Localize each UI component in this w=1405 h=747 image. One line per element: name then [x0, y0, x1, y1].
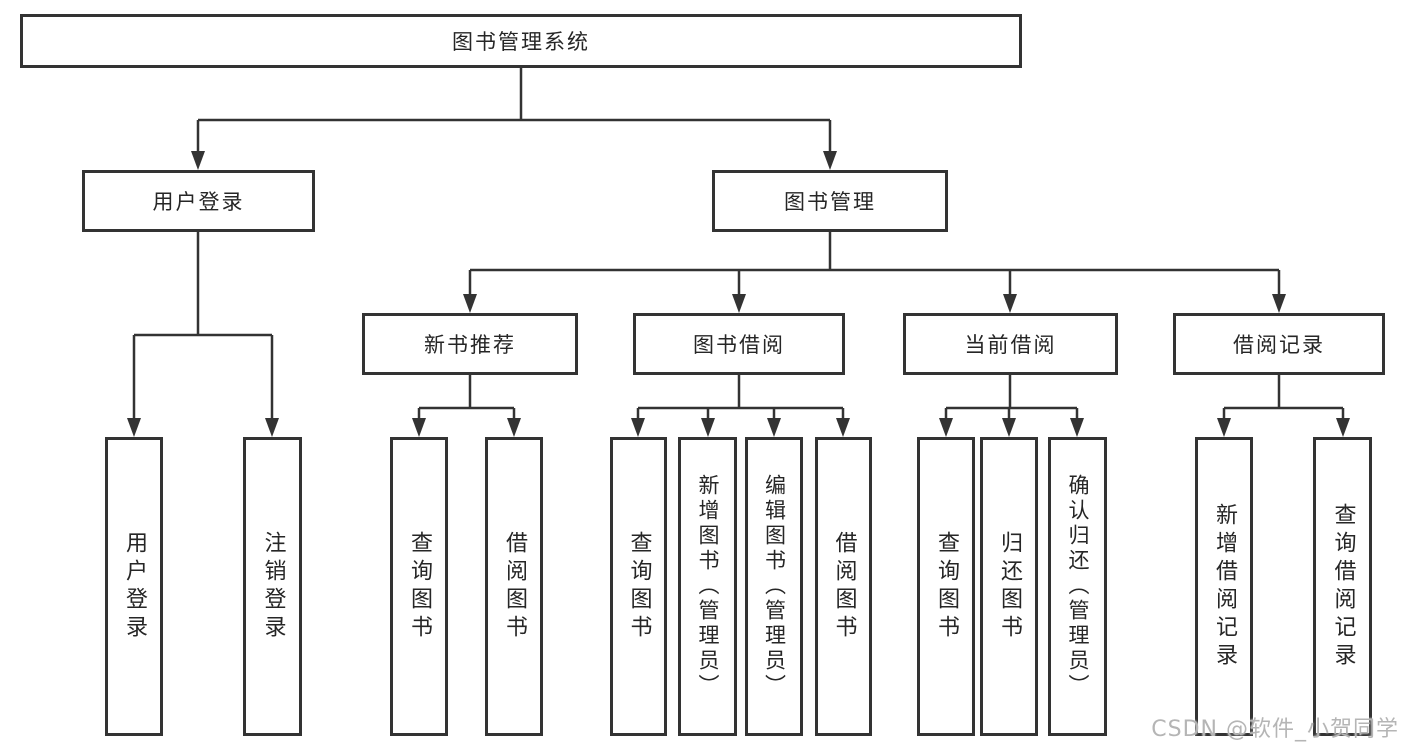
- leaf-borrow-edit-books-admin: 编辑图书（管理员）: [745, 437, 803, 736]
- leaf-record-add-record: 新增借阅记录: [1195, 437, 1253, 736]
- leaf-borrow-add-books-admin: 新增图书（管理员）: [678, 437, 737, 736]
- leaf-record-query-record: 查询借阅记录: [1313, 437, 1372, 736]
- leaf-user-login: 用户登录: [105, 437, 163, 736]
- leaf-rec-borrow-books-label: 借阅图书: [502, 530, 527, 643]
- node-new-book-recommend: 新书推荐: [362, 313, 578, 375]
- leaf-current-return-books-label: 归还图书: [997, 530, 1022, 643]
- connector-path: [132, 68, 1345, 422]
- node-book-borrowing-label: 图书借阅: [693, 333, 785, 357]
- leaf-borrow-edit-books-admin-label: 编辑图书（管理员）: [762, 474, 787, 699]
- node-current-borrowing-label: 当前借阅: [964, 333, 1057, 357]
- leaf-current-query-books: 查询图书: [917, 437, 975, 736]
- leaf-rec-query-books-label: 查询图书: [407, 530, 432, 643]
- leaf-rec-borrow-books: 借阅图书: [485, 437, 543, 736]
- leaf-current-query-books-label: 查询图书: [934, 530, 959, 643]
- leaf-borrow-query-books: 查询图书: [610, 437, 667, 736]
- node-book-management-label: 图书管理: [784, 190, 876, 214]
- node-root-system: 图书管理系统: [20, 14, 1022, 68]
- leaf-borrow-query-books-label: 查询图书: [626, 530, 652, 643]
- leaf-borrow-add-books-admin-label: 新增图书（管理员）: [696, 474, 720, 699]
- leaf-logout-label: 注销登录: [260, 530, 286, 643]
- node-current-borrowing: 当前借阅: [903, 313, 1118, 375]
- node-user-login-label: 用户登录: [152, 190, 245, 214]
- leaf-rec-query-books: 查询图书: [390, 437, 448, 736]
- leaf-record-add-record-label: 新增借阅记录: [1212, 502, 1237, 671]
- leaf-borrow-borrow-books: 借阅图书: [815, 437, 872, 736]
- node-user-login: 用户登录: [82, 170, 315, 232]
- leaf-current-confirm-return-admin-label: 确认归还（管理员）: [1066, 474, 1090, 699]
- leaf-user-login-label: 用户登录: [122, 530, 147, 643]
- node-new-book-recommend-label: 新书推荐: [424, 333, 516, 357]
- node-borrowing-records-label: 借阅记录: [1233, 333, 1325, 357]
- leaf-current-return-books: 归还图书: [980, 437, 1038, 736]
- csdn-watermark: CSDN @软件_小贺同学: [1151, 717, 1399, 742]
- leaf-current-confirm-return-admin: 确认归还（管理员）: [1048, 437, 1107, 736]
- leaf-borrow-borrow-books-label: 借阅图书: [831, 530, 857, 643]
- leaf-logout: 注销登录: [243, 437, 302, 736]
- node-book-management: 图书管理: [712, 170, 948, 232]
- node-root-label: 图书管理系统: [452, 30, 590, 54]
- leaf-record-query-record-label: 查询借阅记录: [1330, 502, 1356, 671]
- node-book-borrowing: 图书借阅: [633, 313, 845, 375]
- node-borrowing-records: 借阅记录: [1173, 313, 1385, 375]
